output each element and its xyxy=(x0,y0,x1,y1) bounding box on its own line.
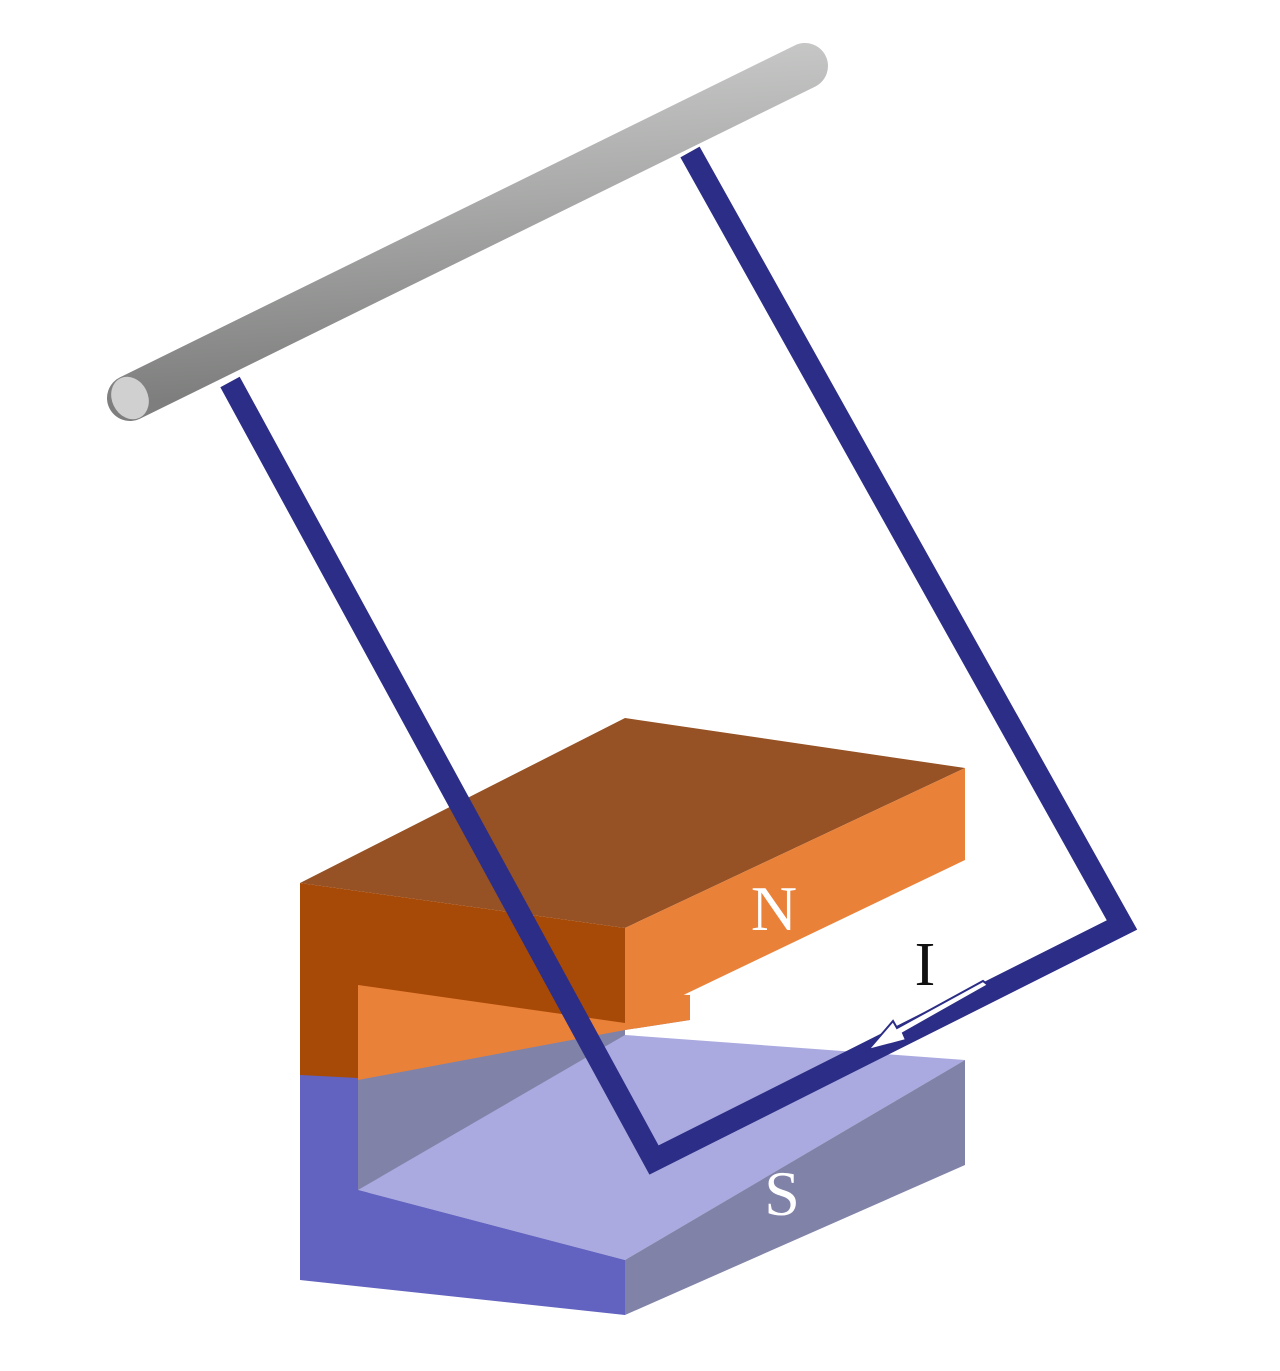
horseshoe-magnet-icon: N S xyxy=(300,718,965,1315)
rod-body xyxy=(107,43,828,421)
rod-end-cap xyxy=(111,376,149,420)
north-magnet-side-face xyxy=(300,883,625,1078)
north-magnet-front-face xyxy=(625,768,965,1023)
south-magnet-front-face xyxy=(625,1060,965,1315)
north-magnet-block xyxy=(300,718,965,1080)
current-arrow-shape xyxy=(865,979,990,1052)
north-magnet-top-face xyxy=(300,718,965,928)
rod-icon xyxy=(107,43,828,421)
north-pole-label: N xyxy=(751,873,797,944)
south-pole-label: S xyxy=(764,1158,800,1229)
current-arrow-icon xyxy=(865,979,990,1052)
current-label: I xyxy=(915,931,936,999)
south-magnet-side-face xyxy=(300,1075,625,1315)
